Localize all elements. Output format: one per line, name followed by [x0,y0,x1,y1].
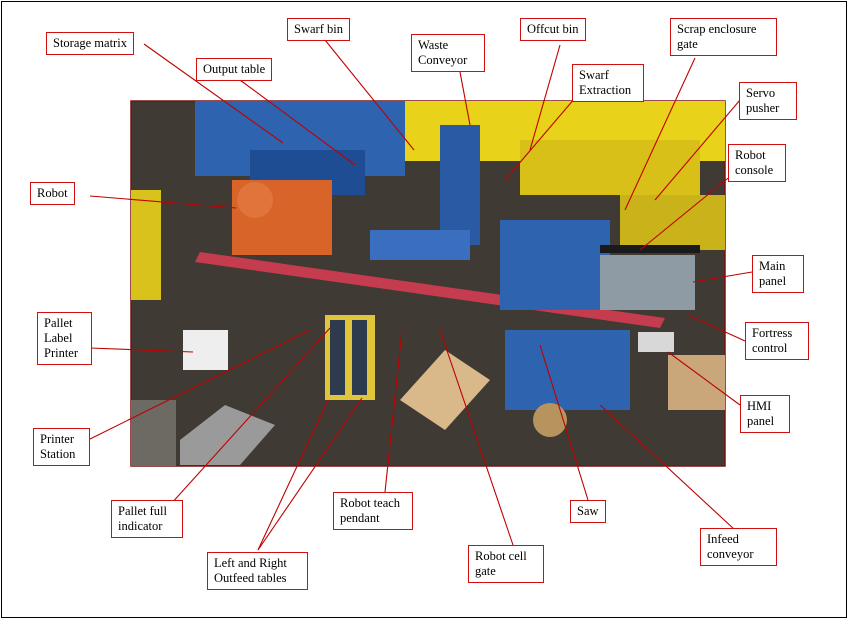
callout-fortress-control: Fortress control [745,322,809,360]
yellow-post-left [131,190,161,300]
leader-label-printer [89,347,194,353]
callout-infeed-conveyor: Infeed conveyor [700,528,777,566]
leader-printer-station [87,329,311,441]
yellow-walkway [620,195,725,250]
main-panel-rail [600,245,700,253]
callout-robot-teach-pendant: Robot teach pendant [333,492,413,530]
leader-hmi-panel [667,351,741,406]
callout-swarf-bin: Swarf bin [287,18,350,41]
callout-storage-matrix: Storage matrix [46,32,134,55]
leader-output-table [239,79,356,166]
leader-pallet-full [169,327,331,506]
leader-fortress-control [687,314,746,342]
wooden-pallet [400,350,490,430]
pallet-right [668,355,725,410]
callout-main-panel: Main panel [752,255,804,293]
leader-servo-pusher [654,99,741,201]
callout-robot-console: Robot console [728,144,786,182]
callout-pallet-label-printer: Pallet Label Printer [37,312,92,365]
printer-station-pallet [180,405,275,465]
label-printer-shape [183,330,228,370]
leader-waste-conveyor [459,71,471,126]
saw-blade-reel [533,403,567,437]
callout-scrap-enclosure-gate: Scrap enclosure gate [670,18,777,56]
robot-shoulder [237,182,273,218]
leader-storage-matrix [143,43,284,144]
callout-saw: Saw [570,500,606,523]
callout-pallet-full-indicator: Pallet full indicator [111,500,183,538]
leader-robot-cell-gate [439,329,514,546]
callout-swarf-extraction: Swarf Extraction [572,64,644,102]
outfeed-left-lane [330,320,345,395]
waste-conveyor-shape [440,125,480,245]
hmi-panel-shape [638,332,674,352]
leader-infeed-conveyor [599,404,736,531]
saw-unit-upper [500,220,610,310]
leader-robot [89,195,237,209]
yellow-guard-frame [520,140,700,195]
callout-offcut-bin: Offcut bin [520,18,586,41]
leader-swarf-extraction [504,97,576,181]
leader-outfeed-right [257,397,363,551]
leader-robot-console [639,174,733,251]
callout-hmi-panel: HMI panel [740,395,790,433]
leader-teach-pendant [384,329,403,493]
callout-servo-pusher: Servo pusher [739,82,797,120]
infeed-arm [370,230,470,260]
leader-main-panel [692,271,753,283]
saw-unit-lower [505,330,630,410]
leader-outfeed-left [257,399,329,551]
callout-robot: Robot [30,182,75,205]
floor-corner [131,400,176,466]
callout-printer-station: Printer Station [33,428,90,466]
callout-output-table: Output table [196,58,273,81]
leader-saw [539,344,589,501]
leader-lines [87,39,753,551]
main-panel-shape [600,255,695,310]
callout-outfeed-tables: Left and Right Outfeed tables [207,552,308,590]
callout-waste-conveyor: Waste Conveyor [411,34,485,72]
callout-robot-cell-gate: Robot cell gate [468,545,544,583]
leader-offcut-bin [529,44,561,151]
leader-scrap-gate [624,57,696,211]
leader-swarf-bin [324,39,415,151]
outfeed-right-lane [352,320,367,395]
